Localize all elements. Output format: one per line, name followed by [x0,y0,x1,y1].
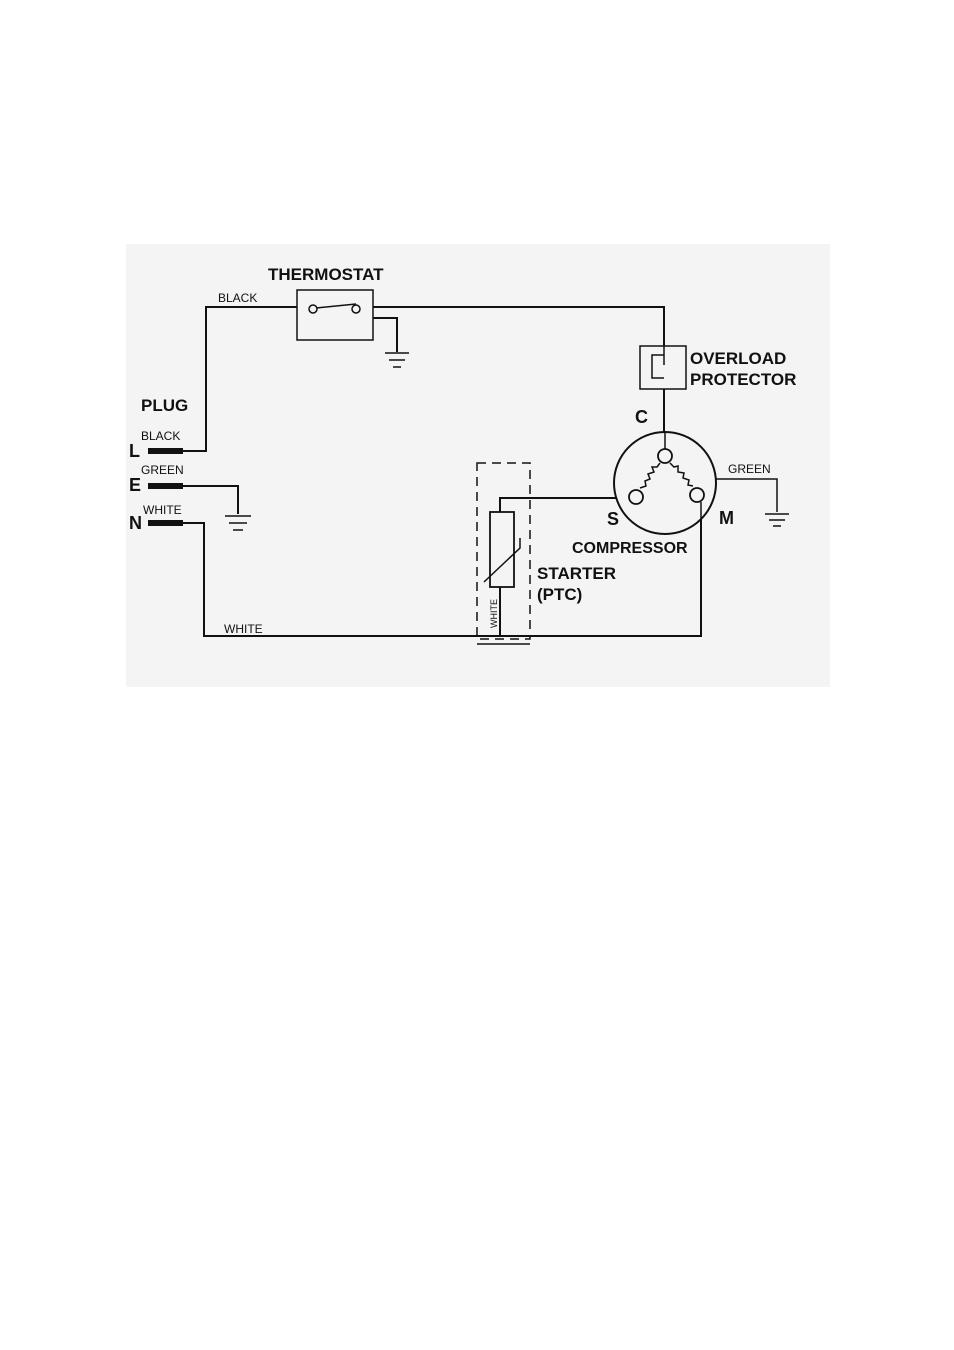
wire-label-black-top: BLACK [218,291,257,305]
thermostat-contact [315,303,357,309]
wire-s-to-starter [499,497,630,512]
terminal-c [657,448,673,464]
starter-enclosure [476,462,531,640]
wire-earth-green [183,485,239,514]
plug-pin-l-letter: L [129,441,140,461]
wire-compressor-ground [716,478,778,512]
terminal-m-label: M [719,508,734,528]
ground-icon-plug [225,515,251,531]
wire-label-green-compressor: GREEN [728,462,771,476]
thermostat-terminal-left [308,304,318,314]
starter-label-2: (PTC) [537,585,582,604]
wire-line-black [183,306,297,452]
terminal-s [628,489,644,505]
ground-icon-compressor [765,513,789,527]
terminal-m [689,487,705,503]
plug-pin-e-letter: E [129,475,141,495]
overload-protector-box [639,345,687,390]
compressor-label: COMPRESSOR [572,540,688,557]
wire-neutral-white [183,500,702,637]
wire-thermostat-ground [373,317,398,352]
terminal-s-label: S [607,509,619,529]
wire-label-white-starter: WHITE [489,599,499,628]
thermostat-label: THERMOSTAT [268,265,384,284]
ptc-thermistor-symbol [483,538,521,583]
thermostat-terminal-right [351,304,361,314]
ptc-resistor [489,511,515,588]
plug-pin-n-wire: WHITE [143,503,182,517]
starter-label-1: STARTER [537,564,616,583]
plug-label: PLUG [141,396,188,415]
plug-pin-n-letter: N [129,513,142,533]
compressor-winding-start [639,462,661,489]
wire-thermostat-to-overload [373,306,665,346]
plug-pin-e-wire: GREEN [141,463,184,477]
plug-pin-l-wire: BLACK [141,429,180,443]
compressor-winding-main [669,462,694,487]
overload-label-2: PROTECTOR [690,370,796,389]
thermostat-box [296,289,374,341]
ground-icon-thermostat [385,352,409,368]
overload-element [651,354,664,379]
terminal-c-label: C [635,407,648,427]
wire-label-white-bottom: WHITE [224,622,263,636]
overload-label-1: OVERLOAD [690,349,786,368]
